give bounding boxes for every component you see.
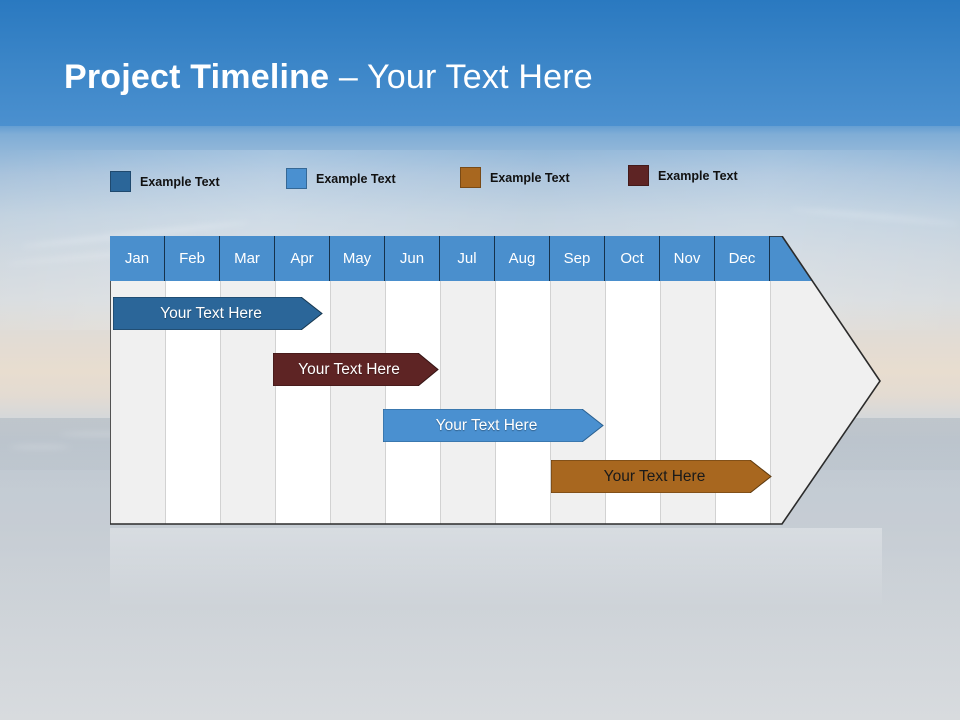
month-column-aug bbox=[495, 236, 550, 524]
month-cell-sep[interactable]: Sep bbox=[550, 236, 605, 281]
timeline-bar-4-label: Your Text Here bbox=[603, 467, 706, 485]
month-cell-aug[interactable]: Aug bbox=[495, 236, 550, 281]
legend-item-label: Example Text bbox=[316, 171, 396, 186]
timeline-bar-3-label: Your Text Here bbox=[435, 416, 538, 434]
timeline-bar-4-shape bbox=[551, 460, 772, 493]
timeline-bar-4[interactable]: Your Text Here bbox=[551, 460, 772, 493]
legend-item-2[interactable]: Example Text bbox=[286, 168, 396, 189]
month-header-row: Jan Feb Mar Apr May Jun Jul Aug Sep Oct … bbox=[110, 236, 770, 281]
legend-item-label: Example Text bbox=[140, 174, 220, 189]
month-column-feb bbox=[165, 236, 220, 524]
month-cell-jul[interactable]: Jul bbox=[440, 236, 495, 281]
timeline-bar-2-label: Your Text Here bbox=[298, 360, 400, 378]
timeline-bar-1[interactable]: Your Text Here bbox=[113, 297, 323, 330]
month-column-mar bbox=[220, 236, 275, 524]
legend-item-3[interactable]: Example Text bbox=[460, 167, 570, 188]
month-column-jul bbox=[440, 236, 495, 524]
legend-swatch-icon bbox=[286, 168, 307, 189]
month-cell-jun[interactable]: Jun bbox=[385, 236, 440, 281]
title-strong: Project Timeline bbox=[64, 58, 330, 96]
legend-item-label: Example Text bbox=[490, 170, 570, 185]
page-title: Project Timeline – Your Text Here bbox=[64, 58, 593, 97]
month-cell-apr[interactable]: Apr bbox=[275, 236, 330, 281]
timeline-bar-3[interactable]: Your Text Here bbox=[383, 409, 604, 442]
month-cell-mar[interactable]: Mar bbox=[220, 236, 275, 281]
chart-arrow-outline bbox=[110, 236, 881, 525]
background-cloud-streak bbox=[60, 432, 150, 436]
month-cell-oct[interactable]: Oct bbox=[605, 236, 660, 281]
legend-item-4[interactable]: Example Text bbox=[628, 165, 738, 186]
legend-swatch-icon bbox=[628, 165, 649, 186]
month-cell-nov[interactable]: Nov bbox=[660, 236, 715, 281]
legend-swatch-icon bbox=[110, 171, 131, 192]
legend: Example Text Example Text Example Text E… bbox=[110, 165, 810, 196]
legend-item-label: Example Text bbox=[658, 168, 738, 183]
timeline-chart: Jan Feb Mar Apr May Jun Jul Aug Sep Oct … bbox=[110, 236, 882, 526]
legend-swatch-icon bbox=[460, 167, 481, 188]
title-light: Your Text Here bbox=[367, 58, 593, 96]
title-dash: – bbox=[329, 58, 368, 96]
month-cell-may[interactable]: May bbox=[330, 236, 385, 281]
timeline-bar-2[interactable]: Your Text Here bbox=[273, 353, 439, 386]
legend-item-1[interactable]: Example Text bbox=[110, 171, 220, 192]
title-banner bbox=[0, 0, 960, 126]
background-cloud-streak bbox=[10, 445, 70, 449]
timeline-bar-1-shape bbox=[113, 297, 323, 330]
timeline-bar-3-shape bbox=[383, 409, 604, 442]
month-cell-jan[interactable]: Jan bbox=[110, 236, 165, 281]
month-column-jan bbox=[110, 236, 165, 524]
month-cell-dec[interactable]: Dec bbox=[715, 236, 770, 281]
month-cell-feb[interactable]: Feb bbox=[165, 236, 220, 281]
timeline-bar-2-shape bbox=[273, 353, 439, 386]
timeline-bar-1-label: Your Text Here bbox=[160, 304, 262, 322]
